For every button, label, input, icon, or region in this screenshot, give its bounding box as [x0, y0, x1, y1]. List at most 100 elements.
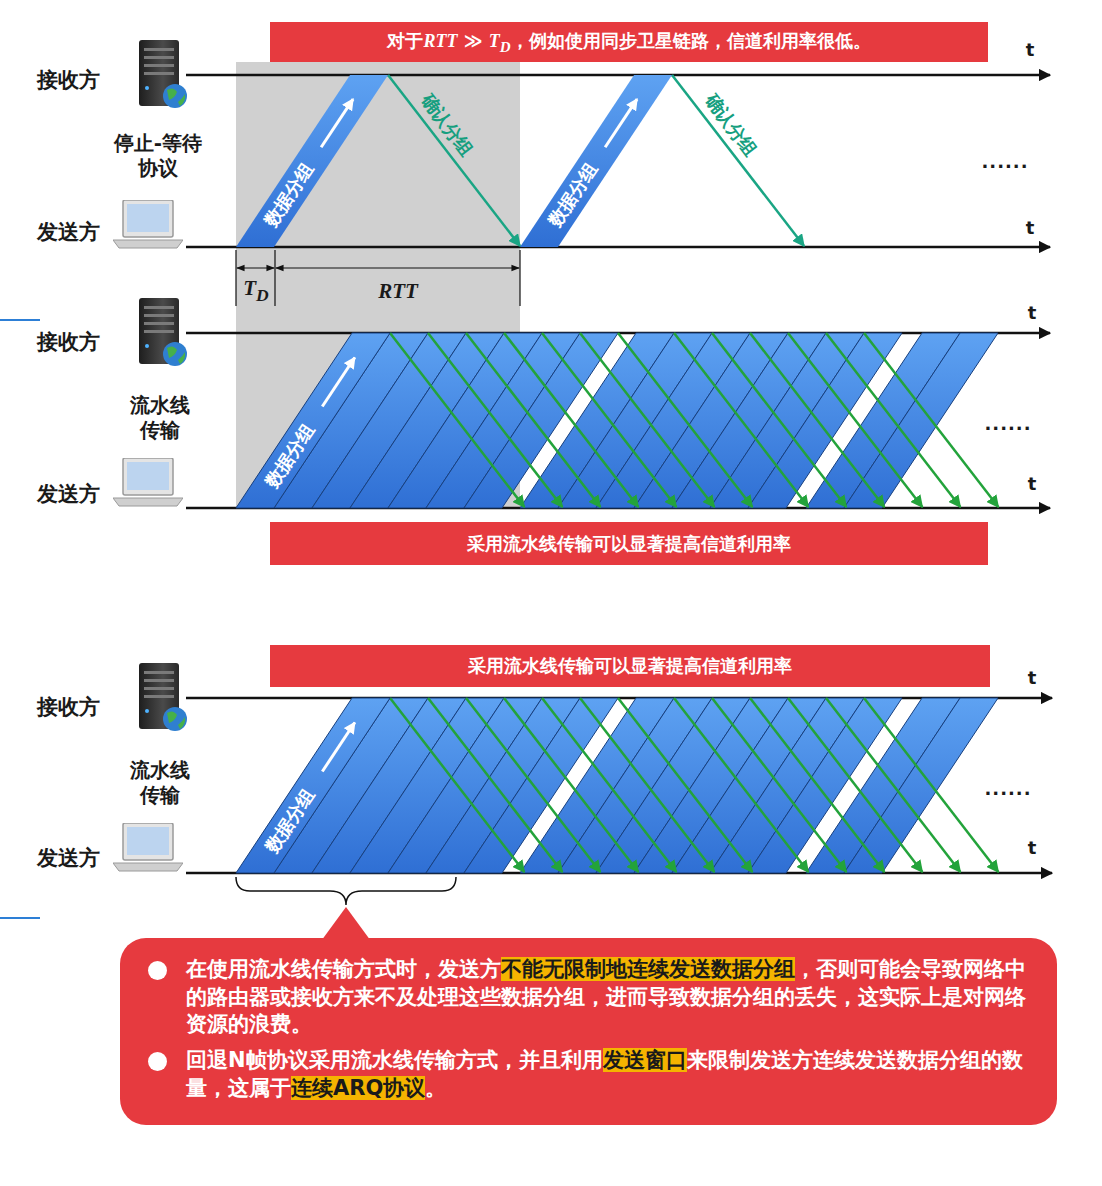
- direction-arrow: [321, 99, 353, 147]
- direction-arrow: [322, 358, 354, 407]
- packet-shape: [236, 698, 390, 873]
- protocol-label: 流水线 传输: [119, 758, 201, 808]
- text-run: 回退N帧协议采用流水线传输方式，并且利用: [186, 1048, 603, 1072]
- math-subscript: D: [500, 38, 511, 54]
- packet-outline: [236, 333, 390, 508]
- sender-axis: [186, 246, 1050, 249]
- ack-arrow: [864, 333, 998, 507]
- ack-arrow: [428, 333, 562, 507]
- ack-arrow: [542, 698, 676, 872]
- party-label: 发送方: [37, 845, 100, 871]
- time-axis-label: t: [1028, 473, 1037, 496]
- text-run: ≫: [457, 30, 488, 51]
- ack-arrow: [750, 333, 884, 507]
- math-base: T: [243, 276, 256, 300]
- time-axis-label: t: [1026, 217, 1035, 240]
- party-label: 接收方: [37, 67, 100, 93]
- edge-mark: [0, 319, 40, 321]
- callout-box: 在使用流水线传输方式时，发送方不能无限制地连续发送数据分组，否则可能会导致网络中…: [120, 938, 1057, 1125]
- edge-mark: [0, 917, 40, 919]
- dimension-label: RTT: [378, 278, 418, 304]
- dimension-tick: [235, 250, 236, 306]
- ack-arrow: [466, 333, 600, 507]
- highlight: 发送窗口: [603, 1048, 687, 1072]
- dimension-label: TD: [243, 275, 268, 306]
- dimension-arrow: [237, 267, 274, 268]
- callout-text: 回退N帧协议采用流水线传输方式，并且利用发送窗口来限制发送方连续发送数据分组的数…: [186, 1047, 1029, 1102]
- ellipsis: ......: [984, 413, 1031, 436]
- dimension-lines: [236, 250, 520, 306]
- ack-arrow: [674, 333, 808, 507]
- packet-outline: [520, 75, 672, 247]
- data-packet: 数据分组: [236, 333, 390, 508]
- ack-arrow: [788, 698, 922, 872]
- banner-text: 对于RTT ≫ TD，例如使用同步卫星链路，信道利用率很低。: [387, 29, 870, 56]
- text-run: 在使用流水线传输方式时，发送方: [186, 957, 501, 981]
- pipeline-stream: [274, 333, 998, 508]
- note-banner: 采用流水线传输可以显著提高信道利用率: [270, 522, 988, 565]
- ack-arrow: [674, 698, 808, 872]
- ack-arrow: [388, 75, 520, 246]
- dimension-arrow: [276, 267, 519, 268]
- laptop-icon: [113, 200, 183, 248]
- ellipsis: ......: [984, 778, 1031, 801]
- packet-shape: [520, 75, 672, 247]
- note-banner: 对于RTT ≫ TD，例如使用同步卫星链路，信道利用率很低。: [270, 22, 988, 62]
- time-axes: [186, 75, 1052, 873]
- receiver-axis: [186, 74, 1050, 77]
- ack-arrow: [712, 333, 846, 507]
- direction-arrow: [322, 723, 354, 772]
- data-packet: 数据分组: [520, 75, 672, 247]
- ack-arrow: [672, 75, 804, 246]
- ack-arrow: [712, 698, 846, 872]
- text-run: 。: [425, 1076, 446, 1100]
- math-symbol: TD: [489, 31, 511, 51]
- ack-arrow: [750, 698, 884, 872]
- party-label: 发送方: [37, 481, 100, 507]
- ack-arrow: [826, 698, 960, 872]
- banner-text: 采用流水线传输可以显著提高信道利用率: [468, 654, 792, 678]
- window-brace: [236, 877, 456, 905]
- highlight: 连续ARQ协议: [291, 1076, 425, 1100]
- packet-outline: [236, 75, 388, 247]
- ack-arrow: [390, 698, 524, 872]
- ack-arrow: [428, 698, 562, 872]
- packet-streams: [274, 75, 998, 873]
- data-packet: [844, 698, 998, 873]
- server-icon: [139, 298, 187, 366]
- packet-shape: [236, 333, 390, 508]
- data-packet: 数据分组: [236, 698, 390, 873]
- server-icon: [139, 663, 187, 731]
- laptop-icon: [113, 458, 183, 506]
- ack-arrow: [826, 333, 960, 507]
- direction-arrow: [605, 99, 637, 147]
- banner-text: 采用流水线传输可以显著提高信道利用率: [467, 532, 791, 556]
- math-base: T: [489, 31, 500, 51]
- stop-wait-acks: [388, 75, 804, 246]
- data-packet: [844, 333, 998, 508]
- protocol-label: 流水线 传输: [119, 393, 201, 443]
- math-symbol: RTT: [423, 31, 457, 51]
- dimension-tick: [519, 250, 520, 306]
- server-icon: [139, 40, 187, 108]
- ack-arrow: [864, 698, 998, 872]
- party-label: 接收方: [37, 694, 100, 720]
- ack-arrow: [788, 333, 922, 507]
- party-label: 发送方: [37, 219, 100, 245]
- time-axis-label: t: [1028, 837, 1037, 860]
- ack-arrow: [542, 333, 676, 507]
- time-axis-label: t: [1026, 39, 1035, 62]
- ack-arrow: [504, 698, 638, 872]
- callout-text: 在使用流水线传输方式时，发送方不能无限制地连续发送数据分组，否则可能会导致网络中…: [186, 956, 1029, 1039]
- text-run: ，例如使用同步卫星链路，信道利用率很低。: [511, 30, 871, 51]
- math-symbol: TD: [243, 276, 268, 300]
- protocol-label: 停止-等待 协议: [102, 131, 214, 181]
- ack-arrow: [504, 333, 638, 507]
- packet-outline: [236, 698, 390, 873]
- text-run: 对于: [387, 30, 423, 51]
- math-subscript: D: [256, 285, 269, 305]
- party-label: 接收方: [37, 329, 100, 355]
- ellipsis: ......: [981, 151, 1028, 174]
- time-axis-label: t: [1028, 667, 1037, 690]
